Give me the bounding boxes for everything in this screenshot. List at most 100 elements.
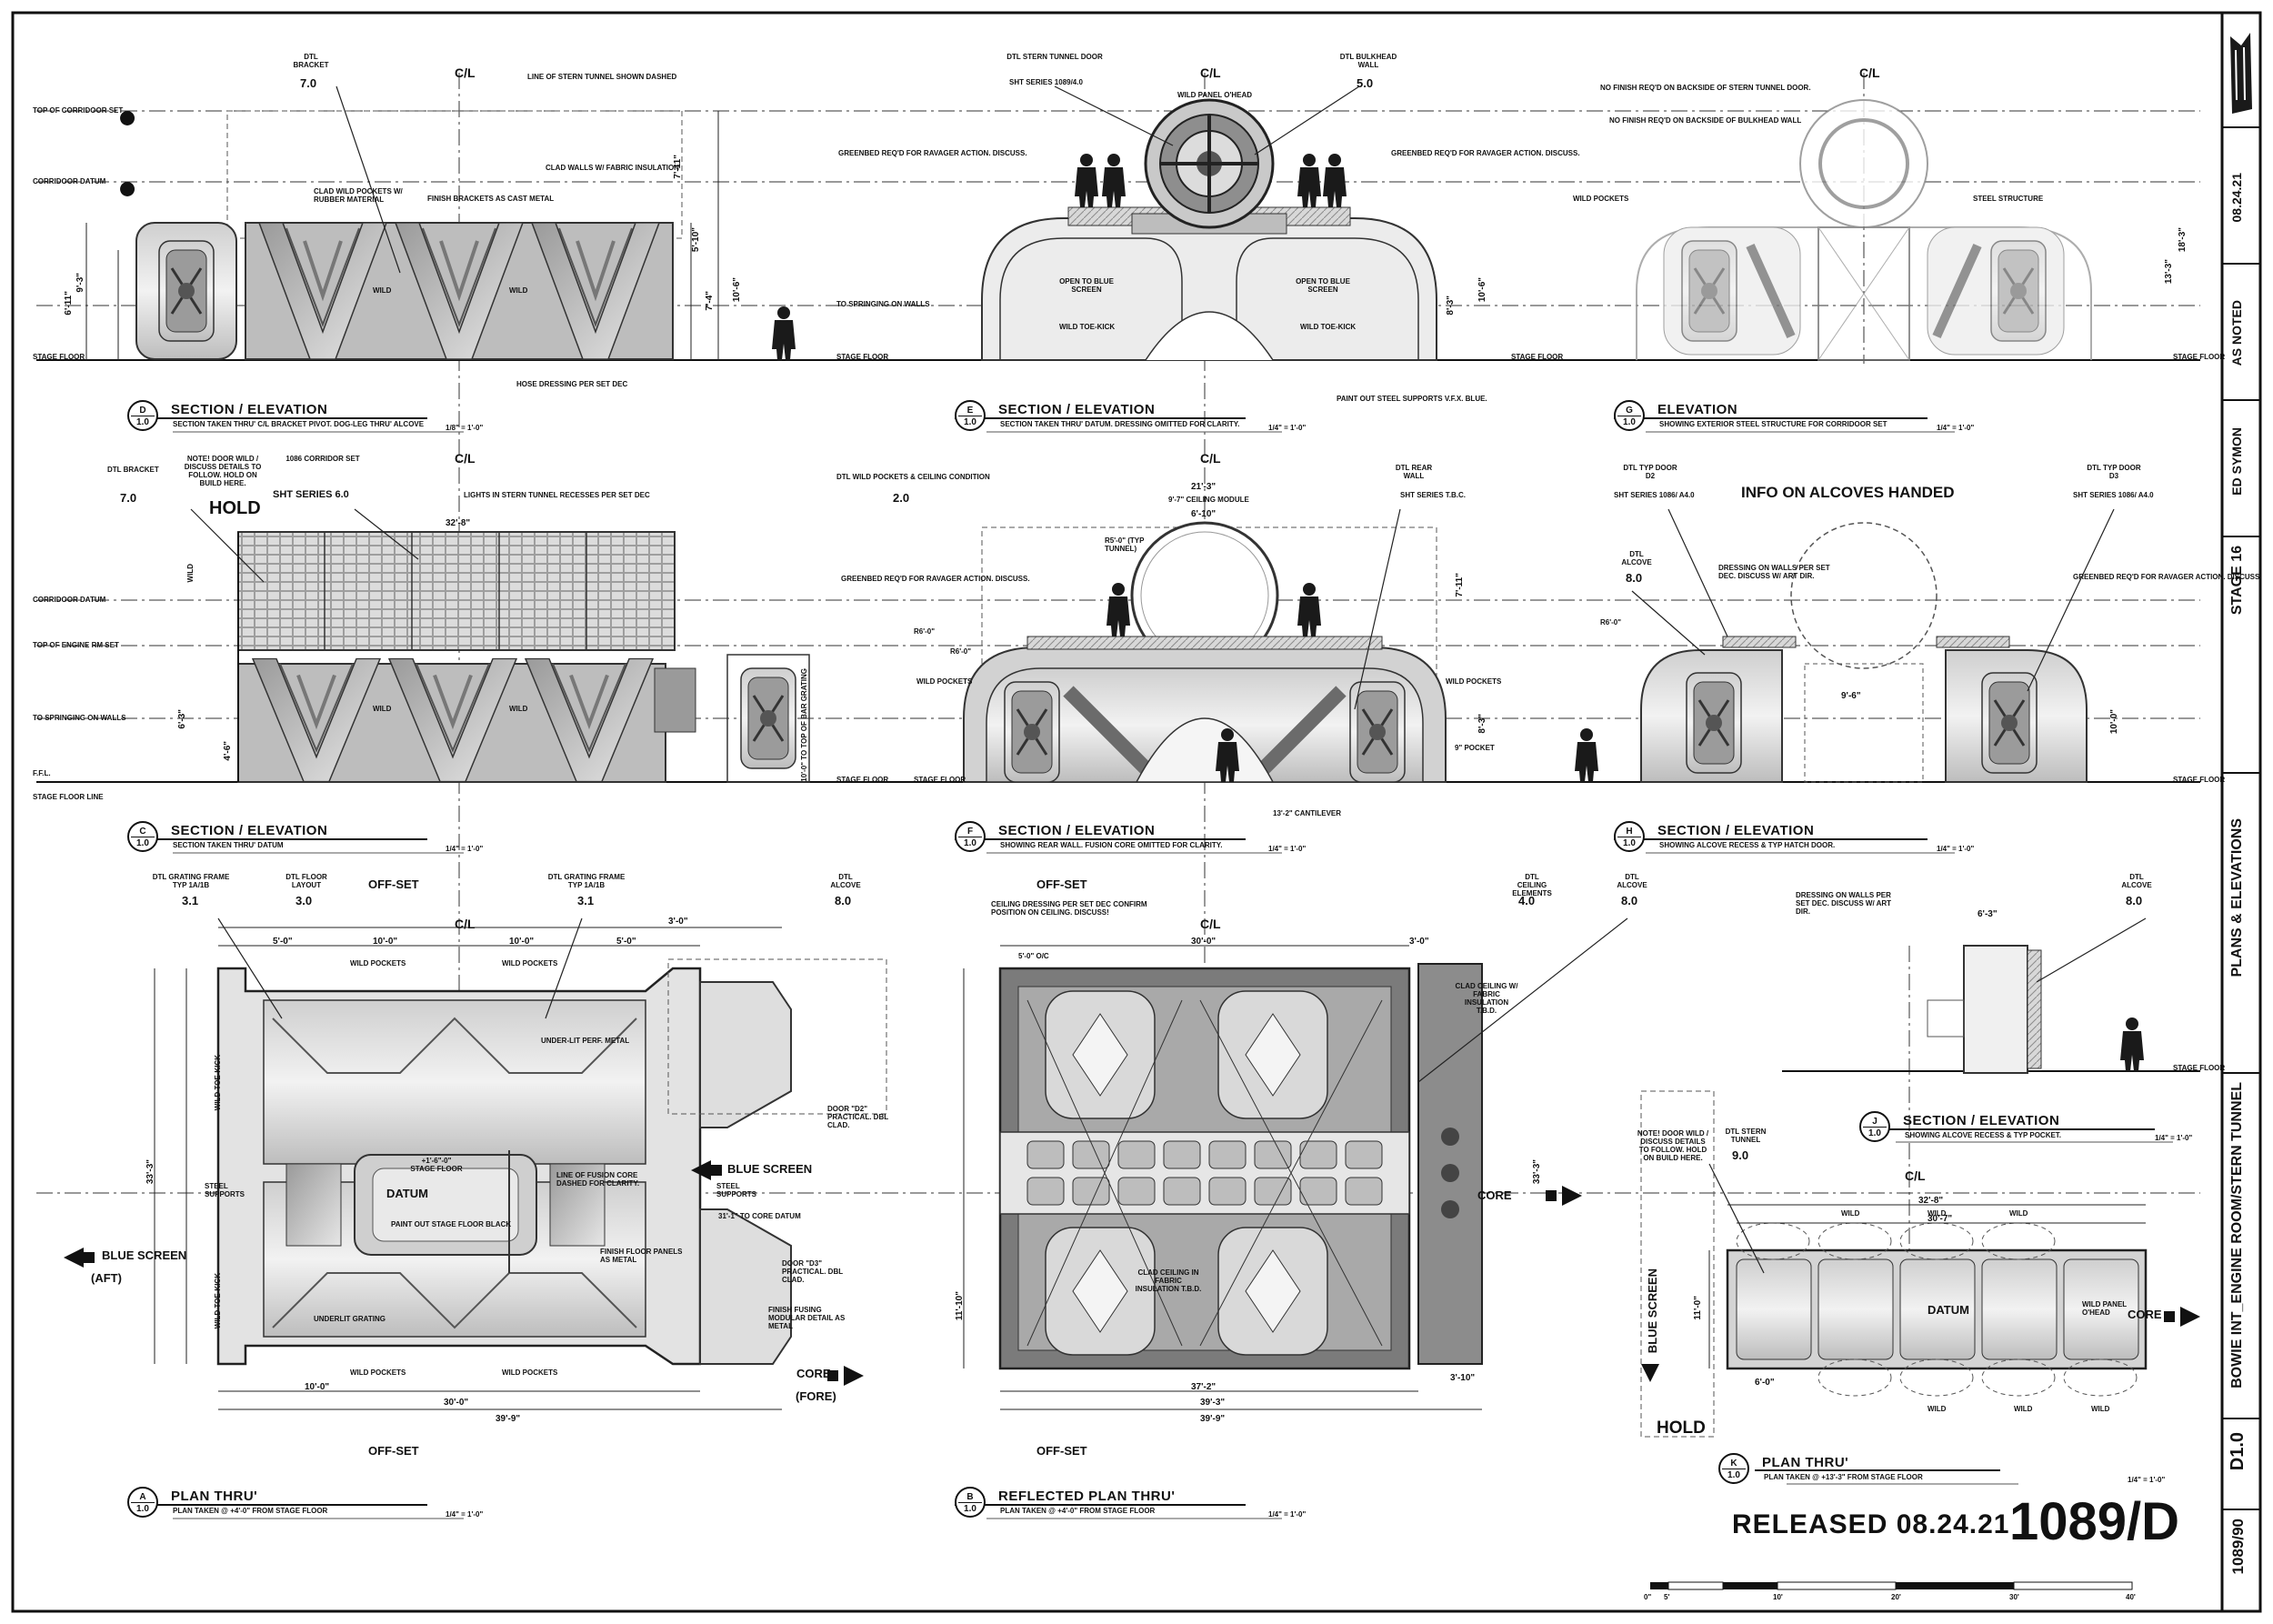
note-finish-fusing: FINISH FUSING MODULAR DETAIL AS METAL: [768, 1306, 846, 1330]
off-set-b-bottom: OFF-SET: [1036, 1444, 1087, 1458]
wild-pockets-a-top2: WILD POCKETS: [502, 959, 558, 967]
view-title-g: ELEVATION: [1657, 402, 1738, 417]
r6-label-f: R6'-0": [914, 627, 936, 636]
cl-label-f: C/L: [1200, 451, 1221, 466]
note-finish-brackets: FINISH BRACKETS AS CAST METAL: [427, 195, 555, 203]
wild-k6: WILD: [2091, 1405, 2110, 1413]
sht-series-1086-left: SHT SERIES 1086/ A4.0: [1614, 491, 1695, 499]
tb-sheet-title: PLANS & ELEVATIONS: [2229, 818, 2245, 977]
sht-series-1086-right: SHT SERIES 1086/ A4.0: [2073, 491, 2154, 499]
dim-a-1: 10'-0": [373, 937, 398, 947]
wild-toe-kick-right: WILD TOE-KICK: [1300, 323, 1357, 331]
wild-pockets-f-left: WILD POCKETS: [916, 677, 973, 686]
dim-a-2: 10'-0": [509, 937, 535, 947]
view-note-j: SHOWING ALCOVE RECESS & TYP POCKET.: [1905, 1131, 2062, 1139]
stage-floor-label-e: STAGE FLOOR: [836, 353, 889, 361]
dim-a-4: 3'-0": [668, 917, 688, 927]
dim-r2-2: 6'-10": [1191, 509, 1217, 519]
scale-bar-3: 20': [1891, 1593, 1901, 1601]
off-set-a-top: OFF-SET: [368, 877, 419, 891]
dtl-bracket-num: 7.0: [300, 76, 317, 90]
dtl-stern-door-label: DTL STERN TUNNEL DOOR: [1006, 53, 1103, 61]
note-clad-ceiling-side: CLAD CEILING W/ FABRIC INSULATION T.B.D.: [1455, 982, 1518, 1015]
to-core-datum: 31'-1" TO CORE DATUM: [718, 1212, 801, 1220]
dim-r1-8: 18'-3": [2178, 227, 2188, 253]
corridor-set-label: 1086 CORRIDOR SET: [285, 455, 360, 463]
note-door-wild-k: NOTE! DOOR WILD / DISCUSS DETAILS TO FOL…: [1637, 1129, 1709, 1162]
dim-k-2: 6'-0": [1755, 1378, 1775, 1388]
dim-k-1: 30'-7": [1928, 1214, 1953, 1224]
note-to-springing-d: TO SPRINGING ON WALLS: [836, 300, 930, 308]
dim-r1-6: 8'-3": [1446, 296, 1456, 316]
scale-bar-0: 0": [1644, 1593, 1652, 1601]
stage-floor-line-label: STAGE FLOOR LINE: [33, 793, 104, 801]
stage-floor-label-f: STAGE FLOOR: [914, 776, 966, 784]
note-no-finish-bulkhead: NO FINISH REQ'D ON BACKSIDE OF BULKHEAD …: [1609, 116, 1802, 125]
dim-b-0: 30'-0": [1191, 937, 1217, 947]
note-ceiling-dressing: CEILING DRESSING PER SET DEC CONFIRM POS…: [991, 900, 1147, 917]
dtl-grating-left-num: 3.1: [182, 894, 199, 907]
dtl-alcove-h-num: 8.0: [1626, 571, 1643, 585]
stage-floor-ref: +1'-6"-0" STAGE FLOOR: [410, 1157, 463, 1173]
note-clad-wild-pockets: CLAD WILD POCKETS W/ RUBBER MATERIAL: [314, 187, 403, 204]
stage-floor-label-e2: STAGE FLOOR: [1511, 353, 1564, 361]
blue-screen-mid[interactable]: BLUE SCREEN: [727, 1162, 813, 1176]
dim-r1-1: 5'-10": [691, 227, 701, 253]
wild-pockets-g: WILD POCKETS: [1573, 195, 1629, 203]
dim-b-1: 3'-0": [1409, 937, 1429, 947]
dtl-typ-door-d3: DTL TYP DOOR D3: [2087, 464, 2141, 480]
hold-label-k: HOLD: [1657, 1418, 1706, 1438]
dim-j-0: 6'-3": [1978, 909, 1998, 919]
dim-a-3: 5'-0": [616, 937, 636, 947]
note-greenbed-h: GREENBED REQ'D FOR RAVAGER ACTION. DISCU…: [2073, 573, 2262, 581]
view-note-f: SHOWING REAR WALL. FUSION CORE OMITTED F…: [1000, 841, 1223, 849]
view-scale-e: 1/4" = 1'-0": [1268, 424, 1307, 432]
tb-sheet-code: 1089/90: [2229, 1519, 2247, 1575]
view-title-e: SECTION / ELEVATION: [998, 402, 1156, 417]
view-scale-f: 1/4" = 1'-0": [1268, 845, 1307, 853]
off-set-b-top: OFF-SET: [1036, 877, 1087, 891]
view-scale-c: 1/4" = 1'-0": [446, 845, 484, 853]
ffl-label: F.F.L.: [33, 769, 51, 777]
note-lights: LIGHTS IN STERN TUNNEL RECESSES PER SET …: [464, 491, 650, 499]
r6-label-h: R6'-0": [1600, 618, 1622, 627]
view-title-j: SECTION / ELEVATION: [1903, 1113, 2060, 1128]
dtl-alcove-j: DTL ALCOVE: [2121, 873, 2152, 889]
dtl-alcove-h: DTL ALCOVE: [1621, 550, 1652, 566]
sht-series-1089: SHT SERIES 1089/4.0: [1009, 78, 1083, 86]
dim-k-0: 32'-8": [1918, 1196, 1944, 1206]
cl-label-k: C/L: [1905, 1168, 1926, 1183]
blue-screen-aft[interactable]: BLUE SCREEN: [102, 1248, 187, 1262]
dim-b-2: 37'-2": [1191, 1382, 1217, 1392]
tb-stage: STAGE 16: [2229, 546, 2245, 616]
dim-r1-9: 13'-3": [2164, 259, 2174, 285]
datum-label-k: DATUM: [1928, 1303, 1969, 1317]
note-underlit-grating: UNDERLIT GRATING: [314, 1315, 386, 1323]
cl-label-a: C/L: [455, 917, 476, 931]
view-title-h: SECTION / ELEVATION: [1657, 823, 1815, 838]
scale-bar-2: 10': [1773, 1593, 1783, 1601]
dtl-grating-right: DTL GRATING FRAME TYP 1A/1B: [547, 873, 626, 889]
dim-r2-3: 7'-11": [1455, 573, 1465, 597]
dtl-alcove-a-num: 8.0: [835, 894, 852, 907]
view-title-a: PLAN THRU': [171, 1489, 258, 1504]
wild-pockets-a-bot2: WILD POCKETS: [502, 1368, 558, 1377]
core-k[interactable]: CORE: [2128, 1308, 2162, 1321]
core-fore[interactable]: CORE: [796, 1367, 831, 1380]
core-right-b[interactable]: CORE: [1477, 1188, 1512, 1202]
info-alcoves-label: INFO ON ALCOVES HANDED: [1741, 484, 1955, 501]
aft-label: (AFT): [91, 1271, 122, 1285]
to-top-of-bar: 10'-0" TO TOP OF BAR GRATING: [800, 668, 808, 782]
wild-toe-kick-a1: WILD TOE-KICK: [214, 1055, 222, 1111]
cl-label-e: C/L: [1200, 65, 1221, 80]
note-steel-structure: STEEL STRUCTURE: [1973, 195, 2044, 203]
view-title-f: SECTION / ELEVATION: [998, 823, 1156, 838]
wild-panel-ohead-k: WILD PANEL O'HEAD: [2082, 1300, 2128, 1317]
dtl-alcove-a: DTL ALCOVE: [830, 873, 861, 889]
blue-screen-k[interactable]: BLUE SCREEN: [1646, 1268, 1659, 1354]
note-no-finish-stern: NO FINISH REQ'D ON BACKSIDE OF STERN TUN…: [1600, 84, 1811, 92]
datum-label-a: DATUM: [386, 1187, 428, 1200]
